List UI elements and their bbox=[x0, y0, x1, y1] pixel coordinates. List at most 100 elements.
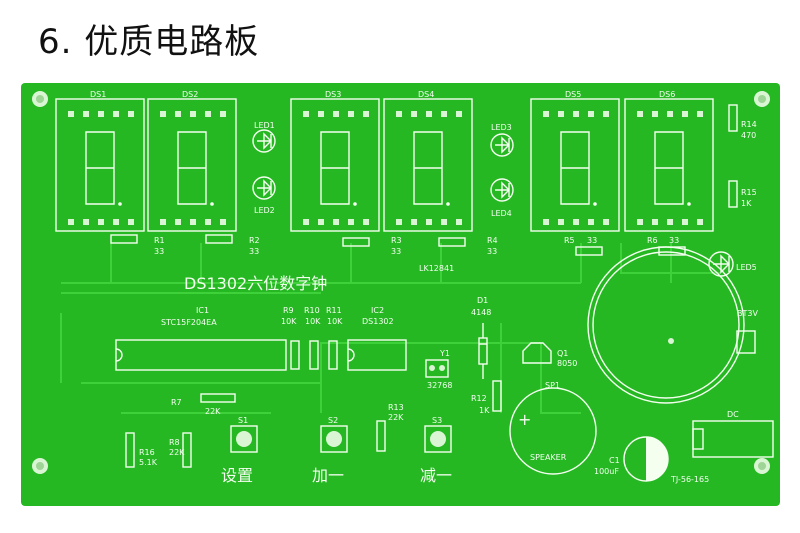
svg-text:DS2: DS2 bbox=[182, 90, 198, 99]
svg-text:33: 33 bbox=[154, 247, 164, 256]
svg-text:Q1: Q1 bbox=[557, 349, 568, 358]
svg-text:加一: 加一 bbox=[312, 466, 344, 485]
display-2: DS2 bbox=[147, 90, 237, 232]
svg-text:S3: S3 bbox=[432, 416, 442, 425]
svg-text:1K: 1K bbox=[741, 199, 752, 208]
svg-text:33: 33 bbox=[587, 236, 597, 245]
svg-text:10K: 10K bbox=[305, 317, 321, 326]
svg-text:DS1: DS1 bbox=[90, 90, 106, 99]
svg-text:R11: R11 bbox=[326, 306, 342, 315]
svg-text:22K: 22K bbox=[169, 448, 185, 457]
display-6: DS6 bbox=[624, 90, 714, 232]
svg-text:SPEAKER: SPEAKER bbox=[530, 453, 567, 462]
button-s3: S3 减一 bbox=[420, 416, 452, 485]
svg-text:10K: 10K bbox=[281, 317, 297, 326]
svg-text:R12: R12 bbox=[471, 394, 487, 403]
pcb-artwork: DS1 DS2 DS3 DS4 DS5 DS6 LED1 LED2 LED3 LED4 L… bbox=[32, 90, 774, 485]
heading: 6. 优质电路板 bbox=[38, 22, 260, 62]
svg-text:1K: 1K bbox=[479, 406, 490, 415]
mounting-holes bbox=[32, 91, 770, 474]
svg-text:470: 470 bbox=[741, 131, 756, 140]
led2: LED2 bbox=[252, 176, 276, 215]
svg-text:IC2: IC2 bbox=[371, 306, 384, 315]
svg-text:22K: 22K bbox=[388, 413, 404, 422]
svg-text:R7: R7 bbox=[171, 398, 182, 407]
display-3: DS3 bbox=[290, 90, 380, 232]
svg-text:R1: R1 bbox=[154, 236, 165, 245]
svg-text:5.1K: 5.1K bbox=[139, 458, 158, 467]
svg-text:R9: R9 bbox=[283, 306, 294, 315]
speaker-sp1: + SP1 SPEAKER bbox=[509, 381, 597, 475]
svg-text:+: + bbox=[518, 410, 531, 429]
model-code: TJ-56-165 bbox=[670, 475, 709, 484]
pcb-board: DS1 DS2 DS3 DS4 DS5 DS6 LED1 LED2 LED3 LED4 L… bbox=[21, 83, 780, 506]
svg-text:R16: R16 bbox=[139, 448, 155, 457]
svg-text:LED5: LED5 bbox=[736, 263, 757, 272]
transistor-q1: Q1 8050 bbox=[522, 342, 577, 368]
svg-text:R8: R8 bbox=[169, 438, 180, 447]
svg-text:R3: R3 bbox=[391, 236, 402, 245]
svg-text:33: 33 bbox=[487, 247, 497, 256]
svg-text:S2: S2 bbox=[328, 416, 338, 425]
ic2: IC2 DS1302 bbox=[347, 306, 407, 371]
svg-text:SP1: SP1 bbox=[545, 381, 560, 390]
copper-traces bbox=[60, 243, 721, 414]
display-1: DS1 bbox=[55, 90, 145, 232]
svg-text:减一: 减一 bbox=[420, 466, 452, 485]
svg-text:100uF: 100uF bbox=[594, 467, 619, 476]
board-title: DS1302六位数字钟 bbox=[184, 274, 327, 293]
svg-text:STC15F204EA: STC15F204EA bbox=[161, 318, 217, 327]
svg-text:32768: 32768 bbox=[427, 381, 452, 390]
diode-d1: D1 4148 bbox=[471, 296, 491, 379]
svg-text:LED4: LED4 bbox=[491, 209, 512, 218]
svg-text:LED1: LED1 bbox=[254, 121, 275, 130]
svg-text:BT3V: BT3V bbox=[737, 309, 758, 318]
display-4: DS4 bbox=[383, 90, 473, 232]
svg-text:S1: S1 bbox=[238, 416, 248, 425]
board-code: LK12841 bbox=[419, 264, 454, 273]
svg-text:8050: 8050 bbox=[557, 359, 577, 368]
svg-text:DS6: DS6 bbox=[659, 90, 675, 99]
resistor-r7: R7 22K bbox=[171, 393, 236, 416]
button-s2: S2 加一 bbox=[312, 416, 348, 485]
svg-text:C1: C1 bbox=[609, 456, 620, 465]
svg-text:R14: R14 bbox=[741, 120, 757, 129]
svg-text:LED3: LED3 bbox=[491, 123, 512, 132]
svg-text:33: 33 bbox=[669, 236, 679, 245]
svg-text:R10: R10 bbox=[304, 306, 320, 315]
svg-text:D1: D1 bbox=[477, 296, 488, 305]
svg-text:4148: 4148 bbox=[471, 308, 491, 317]
svg-text:DS1302: DS1302 bbox=[362, 317, 394, 326]
led4: LED4 bbox=[490, 178, 514, 218]
svg-text:33: 33 bbox=[391, 247, 401, 256]
capacitor-c1: C1 100uF bbox=[594, 436, 669, 482]
ic1: IC1 STC15F204EA bbox=[115, 306, 287, 371]
svg-text:LED2: LED2 bbox=[254, 206, 275, 215]
svg-text:R2: R2 bbox=[249, 236, 260, 245]
svg-text:R6: R6 bbox=[647, 236, 658, 245]
svg-text:DS5: DS5 bbox=[565, 90, 581, 99]
svg-text:DS3: DS3 bbox=[325, 90, 341, 99]
dc-jack: DC bbox=[692, 410, 774, 458]
svg-text:IC1: IC1 bbox=[196, 306, 209, 315]
battery-holder: BT3V bbox=[587, 246, 758, 404]
svg-text:DC: DC bbox=[727, 410, 739, 419]
led3: LED3 bbox=[490, 123, 514, 157]
button-s1: S1 设置 bbox=[221, 416, 258, 485]
svg-text:33: 33 bbox=[249, 247, 259, 256]
svg-text:22K: 22K bbox=[205, 407, 221, 416]
led1: LED1 bbox=[252, 121, 276, 153]
svg-text:DS4: DS4 bbox=[418, 90, 434, 99]
svg-text:R13: R13 bbox=[388, 403, 404, 412]
